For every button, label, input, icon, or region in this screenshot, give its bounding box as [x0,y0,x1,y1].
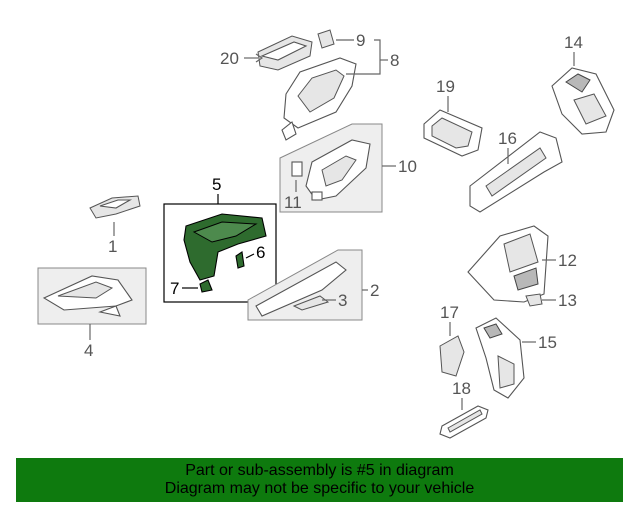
callout-18: 18 [452,379,471,398]
part-16[interactable] [469,131,563,213]
callout-20: 20 [220,49,239,68]
callout-8: 8 [390,51,399,70]
callout-16: 16 [498,129,517,148]
callout-9: 9 [356,31,365,50]
part-10-box[interactable] [279,123,383,213]
part-17[interactable] [439,335,465,377]
callout-5: 5 [212,175,221,194]
callout-19: 19 [436,77,455,96]
callout-12: 12 [558,251,577,270]
part-13[interactable] [525,293,543,307]
part-1[interactable] [89,195,141,219]
part-14[interactable] [551,67,615,135]
callout-17: 17 [440,303,459,322]
callout-2: 2 [370,281,379,300]
callout-15: 15 [538,333,557,352]
part-2-box[interactable] [247,249,363,321]
callout-13: 13 [558,291,577,310]
callout-4: 4 [84,341,93,360]
part-9[interactable] [317,29,335,49]
banner-line-1: Part or sub-assembly is #5 in diagram [185,462,454,479]
callout-11: 11 [284,193,302,212]
part-19[interactable] [423,109,483,157]
banner-line-2: Diagram may not be specific to your vehi… [164,480,475,497]
callout-3: 3 [338,291,347,310]
callout-1: 1 [108,237,117,256]
callout-14: 14 [564,33,583,52]
part-4-box[interactable] [37,267,147,325]
part-20[interactable] [257,35,313,71]
part-12[interactable] [467,225,549,303]
info-banner: Part or sub-assembly is #5 in diagram Di… [16,458,623,502]
parts-diagram: 20 9 8 10 11 19 14 [37,29,615,439]
part-15[interactable] [475,317,525,399]
part-8[interactable] [281,57,357,141]
part-5-highlighted[interactable] [183,213,267,293]
part-18[interactable] [439,405,489,439]
callout-6: 6 [256,243,265,262]
callout-10: 10 [398,157,417,176]
callout-7: 7 [170,279,179,298]
